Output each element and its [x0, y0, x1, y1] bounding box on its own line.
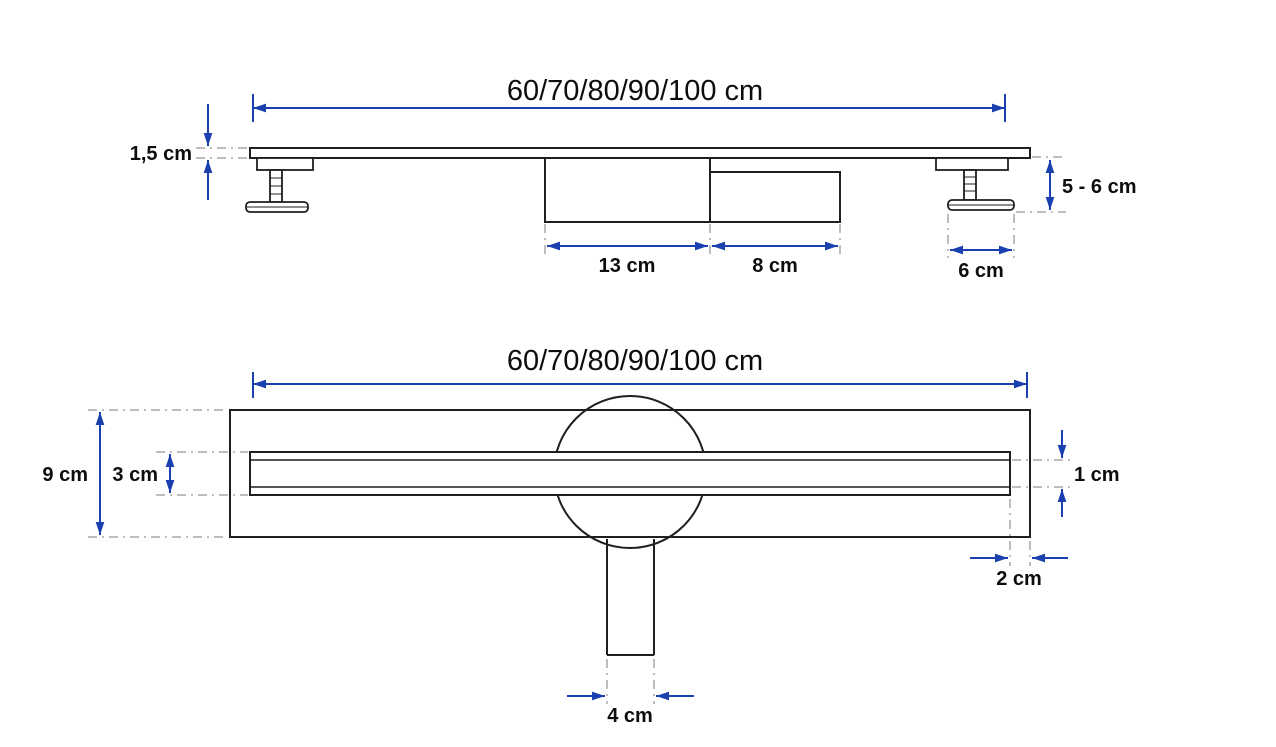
- grate-width-label: 3 cm: [112, 464, 158, 486]
- install-depth-label: 5 - 6 cm: [1062, 176, 1136, 198]
- top-view-length-label: 60/70/80/90/100 cm: [507, 345, 763, 377]
- left-foot: [245, 157, 314, 213]
- grate-thickness-label: 1,5 cm: [130, 143, 192, 165]
- siphon-housing: [544, 157, 711, 223]
- edge-offset-label: 2 cm: [996, 568, 1042, 590]
- right-foot: [935, 157, 1015, 211]
- flange-width-label: 9 cm: [42, 464, 88, 486]
- outlet-housing: [709, 171, 841, 223]
- top-view-reference-lines: [88, 409, 1074, 704]
- left-foot-bracket: [256, 157, 314, 171]
- top-view-dimensions: [95, 372, 1068, 701]
- right-foot-bracket: [935, 157, 1009, 171]
- side-view-drawing: [245, 147, 1031, 223]
- channel-profile: [249, 147, 1031, 159]
- grate-band: [249, 451, 1011, 496]
- right-foot-rod: [963, 169, 977, 201]
- flange-outline: [229, 409, 1031, 538]
- outlet-width-label: 4 cm: [607, 705, 653, 727]
- top-view-drawing: [229, 395, 1031, 656]
- foot-width-label: 6 cm: [958, 260, 1004, 282]
- siphon-box-label: 13 cm: [599, 255, 656, 277]
- slot-width-label: 1 cm: [1074, 464, 1120, 486]
- top-view: 60/70/80/90/100 cm 9 cm 3 cm 1 cm 2 cm 4…: [42, 345, 1119, 727]
- side-view: 60/70/80/90/100 cm 1,5 cm 13 cm 8 cm 5 -…: [130, 75, 1137, 282]
- side-view-dimensions: [203, 94, 1055, 255]
- side-view-length-label: 60/70/80/90/100 cm: [507, 75, 763, 107]
- outlet-box-label: 8 cm: [752, 255, 798, 277]
- side-view-reference-lines: [196, 147, 1066, 258]
